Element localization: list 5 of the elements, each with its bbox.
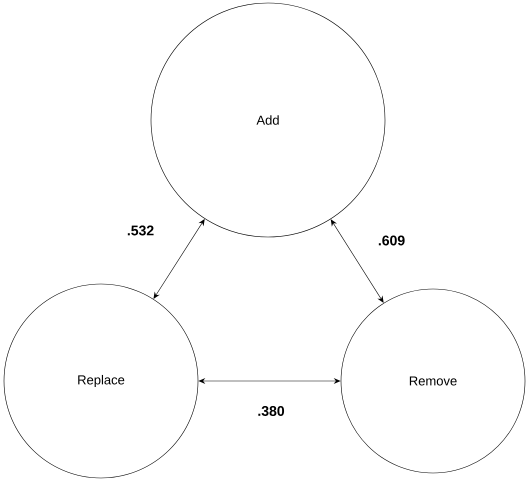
edge-label: .609 [378, 236, 405, 246]
edge-label: .380 [258, 406, 284, 416]
circle-node: Replace [4, 284, 198, 478]
double-arrow [330, 219, 384, 303]
circle-node: Remove [340, 288, 526, 474]
